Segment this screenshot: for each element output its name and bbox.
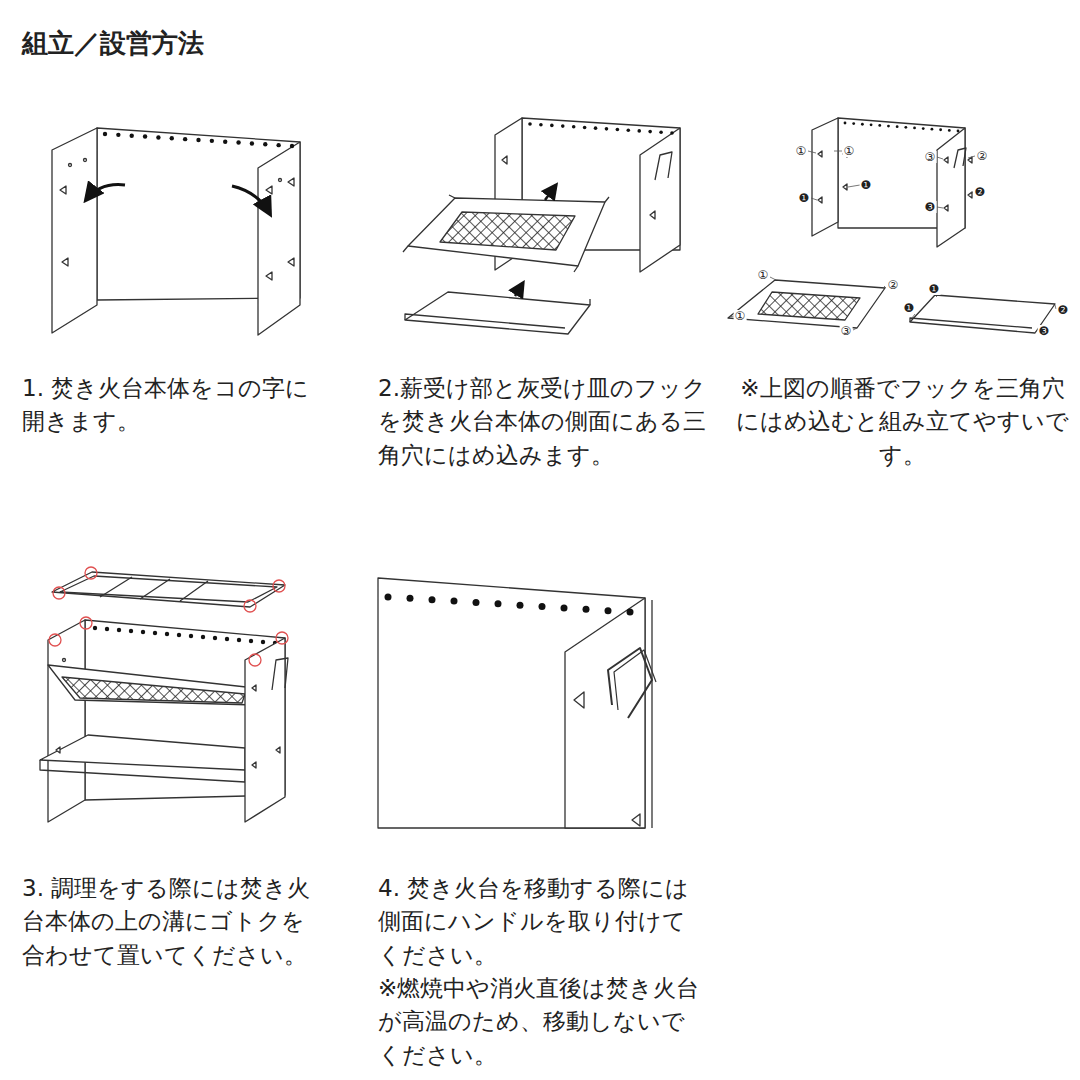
fig-order [728, 118, 1056, 333]
callout-number: ① [795, 145, 808, 157]
callout-number: ① [843, 145, 856, 157]
callout-number: ❸ [924, 201, 937, 213]
callout-number: ① [734, 310, 747, 322]
step-text: ※燃焼中や消火直後は焚き火台が高温のため、移動しないでください。 [378, 972, 708, 1072]
callout-number: ❷ [1057, 304, 1070, 316]
callout-number: ② [976, 150, 989, 162]
fig-open-body [52, 128, 300, 335]
callout-number: ③ [840, 325, 853, 337]
page-title: 組立／設営方法 [22, 28, 204, 59]
step-text: 3. 調理をする際には焚き火台本体の上の溝にゴトクを合わせて置いてください。 [22, 872, 322, 972]
callout-number: ③ [924, 151, 937, 163]
callout-number: ❶ [928, 283, 941, 295]
step-text: 2.薪受け部と灰受け皿のフックを焚き火台本体の側面にある三角穴にはめ込みます。 [378, 372, 708, 472]
fig-grate [40, 567, 288, 822]
callout-number: ❸ [1038, 325, 1051, 337]
callout-number: ❶ [903, 302, 916, 314]
fig-fit-parts [403, 118, 680, 334]
step-text: ※上図の順番でフックを三角穴にはめ込むと組み立てやすいです。 [735, 372, 1070, 472]
step-text: 1. 焚き火台本体をコの字に開きます。 [22, 372, 322, 439]
callout-number: ❷ [974, 186, 987, 198]
fig-handle [378, 578, 656, 828]
callout-number: ① [757, 269, 770, 281]
step-text: 4. 焚き火台を移動する際には側面にハンドルを取り付けてください。 [378, 872, 708, 972]
callout-number: ❶ [860, 179, 873, 191]
callout-number: ❶ [798, 192, 811, 204]
callout-number: ② [887, 279, 900, 291]
